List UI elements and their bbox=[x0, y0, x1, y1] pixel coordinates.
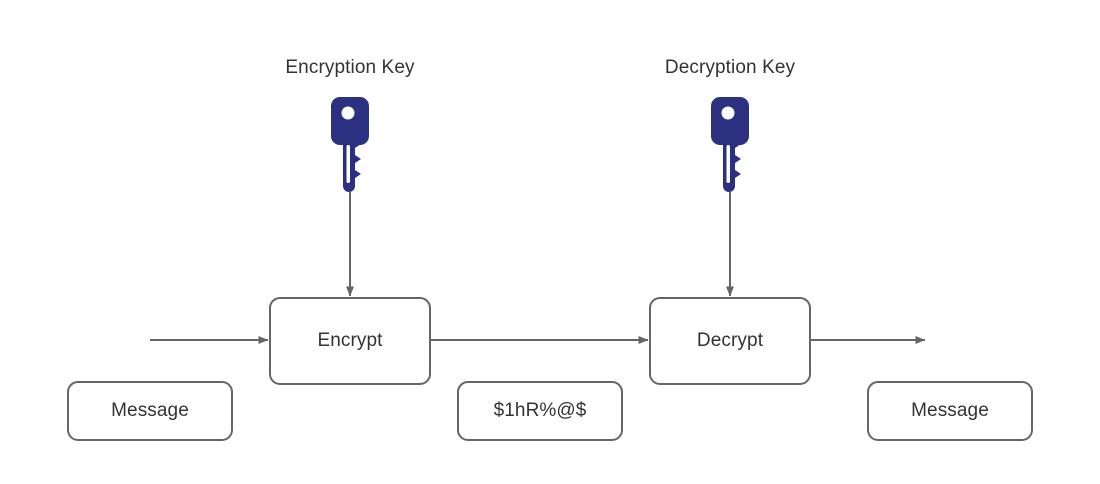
process-box-encrypt-shape bbox=[269, 297, 431, 385]
data-box-ciphertext-shape bbox=[457, 381, 623, 441]
data-box-plaintext-in-shape bbox=[67, 381, 233, 441]
decryption-key-caption: Decryption Key bbox=[664, 57, 796, 78]
data-box-plaintext-out-shape bbox=[867, 381, 1033, 441]
key-icon-decryption bbox=[711, 97, 749, 192]
process-box-decrypt-shape bbox=[649, 297, 811, 385]
key-icon-encryption bbox=[331, 97, 369, 192]
process-box-encrypt[interactable]: Encrypt bbox=[317, 329, 383, 351]
data-box-plaintext-out[interactable]: Message bbox=[911, 399, 989, 421]
process-box-decrypt[interactable]: Decrypt bbox=[696, 329, 764, 351]
data-box-ciphertext[interactable]: $1hR%@$ bbox=[493, 399, 587, 421]
data-box-plaintext-in[interactable]: Message bbox=[111, 399, 189, 421]
encryption-key-caption: Encryption Key bbox=[285, 57, 415, 78]
